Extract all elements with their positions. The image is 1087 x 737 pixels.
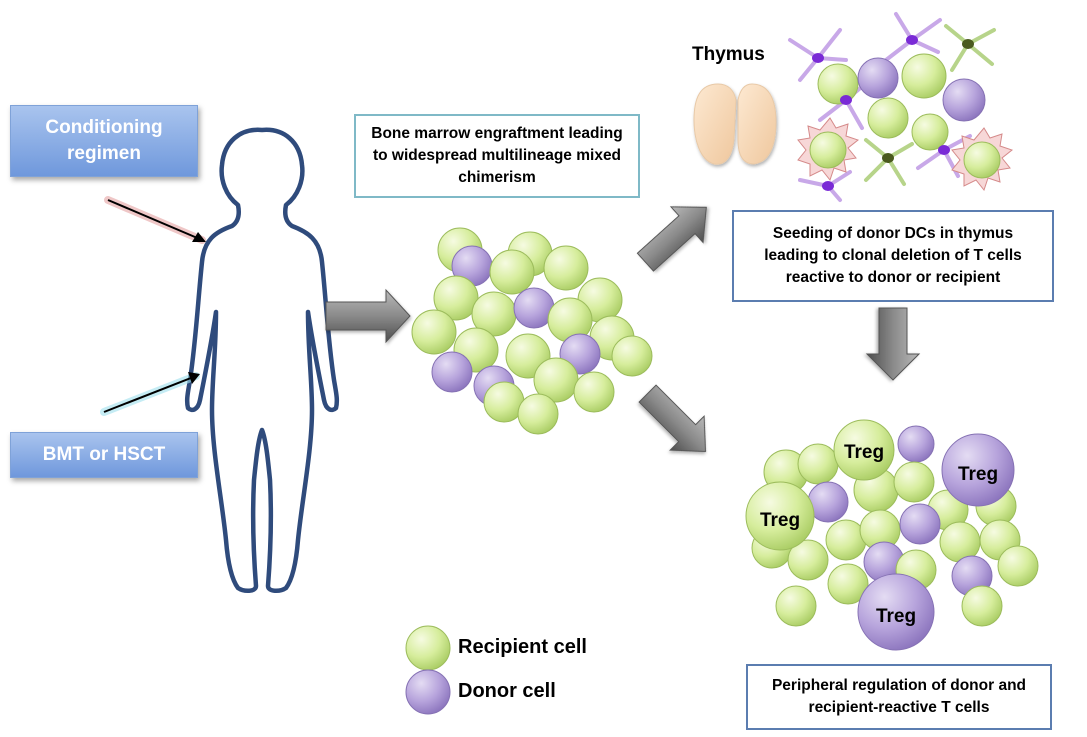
peripheral-cell-cluster: [745, 419, 1039, 651]
engraftment-box: Bone marrow engraftment leading to wides…: [354, 114, 640, 198]
apoptotic-cell-icon: [951, 127, 1014, 192]
treg-cell: [941, 433, 1015, 507]
treg-label: Treg: [760, 510, 800, 531]
treg-label: Treg: [958, 464, 998, 485]
treg-cell: [857, 573, 935, 651]
thymus-icon: [693, 83, 777, 165]
engraftment-text: Bone marrow engraftment leading to wides…: [371, 125, 623, 186]
apoptotic-cell-icon: [797, 117, 860, 182]
treg-cell: [745, 481, 815, 551]
conditioning-regimen-label: Conditioning regimen: [10, 105, 198, 177]
legend-donor-swatch: [405, 669, 451, 715]
human-body-icon: [184, 127, 340, 593]
conditioning-regimen-text: Conditioning regimen: [45, 117, 163, 164]
peripheral-regulation-text: Peripheral regulation of donor and recip…: [771, 677, 1027, 716]
conditioning-arrow: [104, 196, 206, 244]
treg-label: Treg: [844, 442, 884, 463]
bmt-hsct-text: BMT or HSCT: [42, 444, 166, 466]
thymic-deletion-box: Seeding of donor DCs in thymus leading t…: [732, 210, 1054, 302]
thymus-title: Thymus: [692, 44, 765, 65]
treg-label: Treg: [876, 606, 916, 627]
thymic-deletion-text: Seeding of donor DCs in thymus leading t…: [764, 225, 1022, 286]
legend-recipient-swatch: [405, 625, 451, 671]
legend-donor-label: Donor cell: [458, 680, 556, 702]
arrow-body-to-marrow: [325, 288, 411, 344]
thymic-dendritic-cells: [788, 12, 1014, 202]
peripheral-regulation-box: Peripheral regulation of donor and recip…: [746, 664, 1052, 730]
legend-recipient-label: Recipient cell: [458, 636, 587, 658]
bmt-hsct-label: BMT or HSCT: [10, 432, 198, 478]
arrow-marrow-to-periphery: [638, 384, 707, 453]
mixed-chimerism-cluster: [411, 227, 653, 435]
bmt-arrow: [100, 372, 200, 416]
arrow-thymus-to-periphery: [865, 307, 921, 381]
treg-cell: [833, 419, 895, 481]
arrow-marrow-to-thymus: [636, 206, 707, 272]
